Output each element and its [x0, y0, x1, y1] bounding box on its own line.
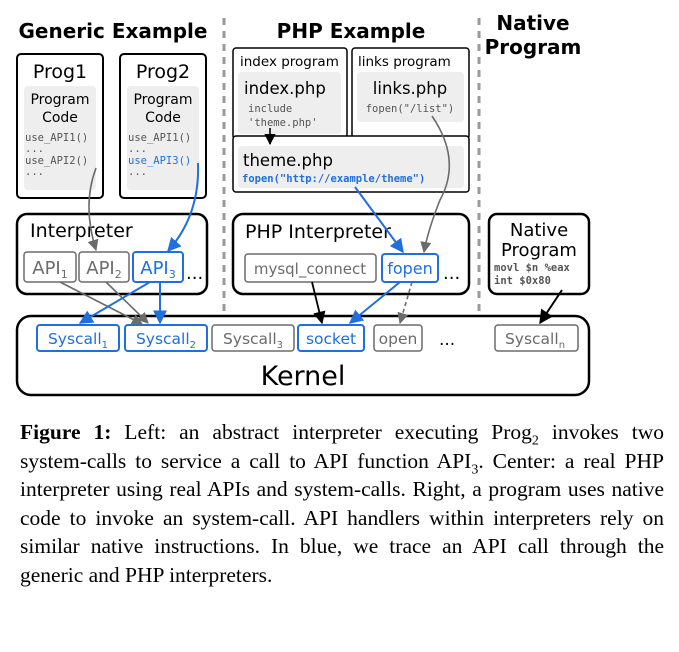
prog2-code-label-1: Program — [133, 92, 192, 108]
syscalln-label: Syscalln — [505, 330, 565, 351]
prog1-call-4: ... — [25, 166, 44, 178]
index-php-file: index.php — [244, 79, 326, 98]
generic-interpreter-title: Interpreter — [30, 220, 133, 242]
open-box — [373, 324, 423, 352]
prog2-call-1: use_API1() — [128, 132, 191, 144]
syscalln-box — [494, 324, 579, 352]
socket-label: socket — [306, 330, 356, 348]
syscall3-box — [211, 324, 295, 352]
syscall2-label: Syscall2 — [136, 330, 196, 351]
native-code-1: movl $n %eax — [494, 262, 571, 274]
section-title-native-line1: Native — [496, 11, 569, 35]
section-title-native-line2: Program — [485, 35, 582, 59]
arrow-api1-to-syscall2 — [59, 281, 143, 325]
generic-interpreter-more: ... — [186, 263, 203, 284]
prog1-call-3: use_API2() — [25, 155, 88, 167]
arrow-prog2-to-api3 — [167, 162, 200, 253]
caption-sub-2: 3 — [471, 461, 479, 477]
api1-label: API1 — [32, 258, 67, 281]
kernel-title: Kernel — [261, 361, 346, 392]
native-program-title-2: Program — [501, 240, 577, 261]
php-programs: index program links program index.php in… — [232, 47, 470, 193]
arrow-prog1-to-api2 — [87, 167, 99, 252]
prog1-box: Prog1 Program Code use_API1() ... use_AP… — [16, 53, 104, 199]
index-php-code-2: 'theme.php' — [248, 117, 318, 129]
links-program-tab: links program — [358, 54, 451, 70]
theme-php-file: theme.php — [243, 151, 333, 170]
socket-box — [297, 324, 365, 352]
api2-box — [78, 251, 130, 283]
prog1-title: Prog1 — [33, 61, 87, 83]
caption-text-1: Left: an abstract interpreter executing … — [111, 420, 532, 444]
prog1-code-label-2: Code — [42, 110, 78, 126]
syscall-more: ... — [439, 330, 455, 350]
arrow-links-to-fopen — [420, 115, 451, 254]
fopen-box — [381, 253, 439, 283]
mysql-connect-box — [244, 253, 377, 283]
arrow-mysql-to-socket — [311, 281, 326, 325]
native-program-title-1: Native — [510, 220, 568, 241]
native-code-2: int $0x80 — [494, 275, 551, 287]
prog1-call-1: use_API1() — [25, 132, 88, 144]
links-php-code: fopen("/list") — [366, 103, 455, 115]
section-title-php: PHP Example — [277, 19, 426, 43]
arrow-theme-to-fopen — [354, 186, 404, 254]
caption-label: Figure 1: — [20, 420, 112, 444]
syscall2-box — [124, 324, 208, 352]
api2-label: API2 — [86, 258, 121, 281]
figure-caption: Figure 1: Left: an abstract interpreter … — [20, 418, 664, 589]
prog2-box: Prog2 Program Code use_API1() ... use_AP… — [119, 53, 207, 199]
system-call-diagram: Generic Example PHP Example Native Progr… — [15, 11, 591, 397]
syscall1-box — [36, 324, 120, 352]
fopen-label: fopen — [387, 259, 433, 278]
native-program-box: Native Program movl $n %eax int $0x80 — [487, 212, 591, 296]
api1-box — [23, 251, 77, 283]
index-php-code-1: include — [248, 103, 292, 115]
caption-text-2: invokes two system-calls to service a ca… — [20, 420, 664, 473]
prog2-code-label-2: Code — [145, 110, 181, 126]
arrow-fopen-to-socket — [348, 281, 401, 324]
php-interpreter-box: PHP Interpreter mysql_connect fopen ... — [231, 212, 471, 296]
generic-interpreter-box: Interpreter API1 API2 API3 ... — [15, 212, 209, 296]
arrow-native-to-syscalln — [539, 289, 563, 325]
syscall1-label: Syscall1 — [48, 330, 108, 351]
api3-label: API3 — [140, 258, 175, 281]
section-title-generic: Generic Example — [19, 19, 208, 43]
prog2-call-3: use_API3() — [128, 155, 191, 167]
prog2-title: Prog2 — [136, 61, 190, 83]
syscall3-label: Syscall3 — [223, 330, 283, 351]
arrow-fopen-to-open — [397, 281, 413, 325]
caption-sub-1: 2 — [531, 433, 539, 449]
caption-text-3: . Center: a real PHP interpreter using r… — [20, 448, 664, 587]
php-interpreter-more: ... — [443, 263, 460, 284]
prog1-code-label-1: Program — [30, 92, 89, 108]
api3-box — [132, 251, 184, 283]
prog2-call-2: ... — [128, 143, 147, 155]
prog2-call-4: ... — [128, 166, 147, 178]
prog1-call-2: ... — [25, 143, 44, 155]
mysql-connect-label: mysql_connect — [254, 260, 366, 279]
index-program-tab: index program — [240, 54, 339, 70]
theme-php-code: fopen("http://example/theme") — [242, 173, 425, 185]
links-php-file: links.php — [373, 79, 447, 98]
open-label: open — [379, 330, 418, 348]
kernel-box: Kernel Syscall1 Syscall2 Syscall3 socket… — [15, 314, 591, 397]
php-interpreter-title: PHP Interpreter — [245, 221, 391, 243]
arrow-api3-to-syscall1 — [78, 281, 151, 324]
